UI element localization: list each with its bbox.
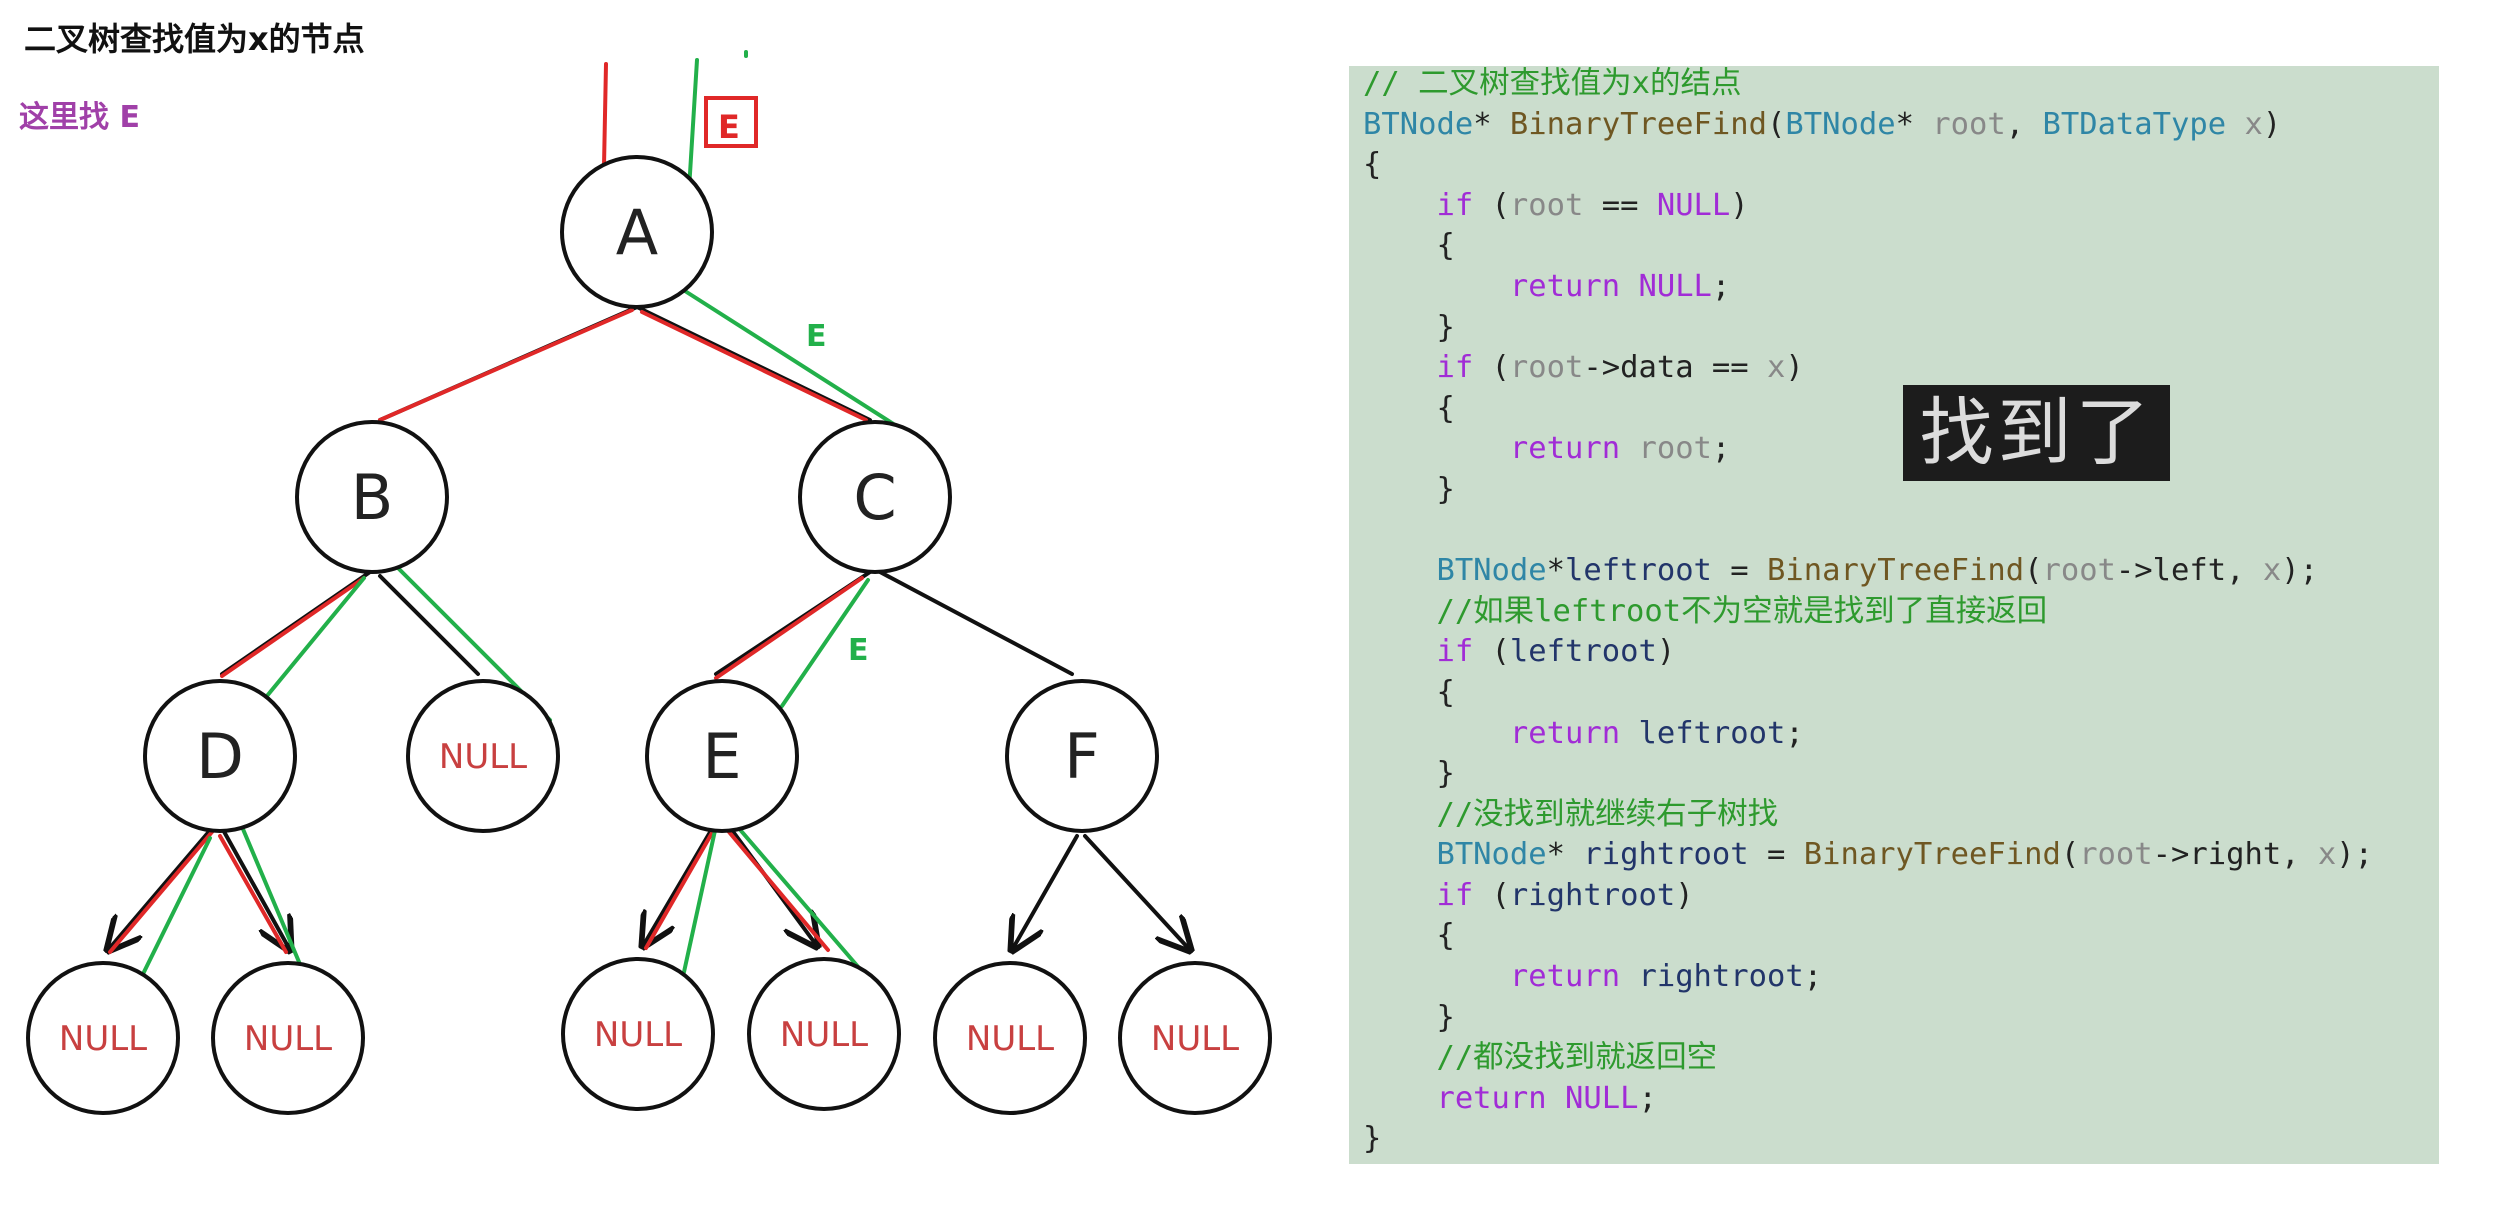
node-f xyxy=(1005,679,1159,833)
node-c-label: C xyxy=(853,461,896,534)
code-line: } xyxy=(1363,756,1455,792)
red-d-null2 xyxy=(218,834,288,954)
search-target-label: 这里找 E xyxy=(19,100,140,135)
node-a xyxy=(560,155,714,309)
edge-d-null2 xyxy=(220,826,290,950)
node-null-e2 xyxy=(747,957,901,1111)
found-overlay: 找到了 xyxy=(1903,385,2170,481)
edge-b-null xyxy=(378,574,480,676)
code-line: if (root->data == x) xyxy=(1436,350,1804,386)
code-line: // 二叉树查找值为x的结点 xyxy=(1363,66,1742,101)
code-line: } xyxy=(1363,1121,1382,1157)
boxed-target-annotation: E xyxy=(704,96,758,148)
node-null-f1 xyxy=(933,961,1087,1115)
green-label-ce: E xyxy=(848,633,869,668)
null-label: NULL xyxy=(439,737,527,777)
null-label: NULL xyxy=(59,1019,147,1059)
red-a-c xyxy=(640,310,868,422)
code-line: //都没找到就返回空 xyxy=(1363,1040,1718,1076)
code-line: return NULL; xyxy=(1436,1080,1657,1116)
code-line: //没找到就继续右子树找 xyxy=(1363,796,1779,832)
tree-edges xyxy=(108,305,1190,950)
green-d-null2 xyxy=(238,820,312,990)
code-line: { xyxy=(1363,147,1382,183)
green-e-null1 xyxy=(682,824,718,974)
green-e-null2 xyxy=(728,816,868,978)
code-panel xyxy=(1349,66,2439,1164)
node-d-label: D xyxy=(196,720,244,793)
code-line: //如果leftroot不为空就是找到了直接返回 xyxy=(1363,593,2048,629)
node-null-f2 xyxy=(1118,961,1272,1115)
node-b xyxy=(295,420,449,574)
red-c-e xyxy=(714,576,864,680)
node-null-b xyxy=(406,679,560,833)
node-null-d1 xyxy=(26,961,180,1115)
code-line: { xyxy=(1363,674,1455,710)
code-line: BTNode*leftroot = BinaryTreeFind(root->l… xyxy=(1436,553,2318,589)
code-line: return rightroot; xyxy=(1509,959,1823,995)
node-d xyxy=(143,679,297,833)
code-block: // 二叉树查找值为x的结点 BTNode* BinaryTreeFind(BT… xyxy=(1363,64,2373,1160)
red-e-null2 xyxy=(722,824,830,952)
code-line: if (rightroot) xyxy=(1436,877,1694,913)
code-line: { xyxy=(1363,228,1455,264)
page-title: 二叉树查找值为x的节点 xyxy=(24,20,365,58)
green-d-null1 xyxy=(140,836,212,978)
node-c xyxy=(798,420,952,574)
target-box-text: E xyxy=(718,108,740,146)
node-null-d2 xyxy=(211,961,365,1115)
null-label: NULL xyxy=(1151,1019,1239,1059)
code-line: } xyxy=(1363,471,1455,507)
node-f-label: F xyxy=(1064,720,1100,793)
target-box xyxy=(704,96,758,148)
code-line: return NULL; xyxy=(1509,268,1731,304)
null-label: NULL xyxy=(594,1015,682,1055)
red-e-null1 xyxy=(644,824,718,950)
node-labels: A B C D E F NULL NULL NULL NULL NULL NUL… xyxy=(59,196,1239,1059)
code-line: { xyxy=(1363,390,1455,426)
code-line: BTNode* rightroot = BinaryTreeFind(root-… xyxy=(1436,837,2374,873)
edge-d-null1 xyxy=(108,826,214,950)
edge-c-f xyxy=(878,570,1074,676)
green-label-ac: E xyxy=(806,319,827,354)
node-e-label: E xyxy=(702,720,741,793)
green-return-path xyxy=(140,50,908,990)
null-label: NULL xyxy=(244,1019,332,1059)
node-null-e1 xyxy=(561,957,715,1111)
binary-tree-diagram: E E E A B C D E F NULL NULL NULL NULL NU… xyxy=(26,50,1272,1115)
edge-e-null1 xyxy=(643,820,718,946)
null-label: NULL xyxy=(780,1015,868,1055)
tree-nodes xyxy=(26,155,1272,1115)
code-line: if (root == NULL) xyxy=(1436,187,1749,223)
null-label: NULL xyxy=(966,1019,1054,1059)
code-line: return root; xyxy=(1509,431,1731,467)
node-a-label: A xyxy=(616,196,658,269)
green-c-e xyxy=(780,578,870,708)
green-b-d xyxy=(260,576,366,704)
code-line: { xyxy=(1363,918,1455,954)
red-traversal-path xyxy=(108,62,868,954)
red-d-null1 xyxy=(108,830,214,954)
code-line-signature: BTNode* BinaryTreeFind(BTNode* root, BTD… xyxy=(1363,106,2282,142)
node-e xyxy=(645,679,799,833)
red-a-b xyxy=(378,308,634,422)
red-entry-line xyxy=(602,62,608,168)
code-line: } xyxy=(1363,999,1455,1035)
edge-f-null1 xyxy=(1012,834,1079,950)
green-a-c xyxy=(672,282,908,434)
edge-f-null2 xyxy=(1083,834,1190,950)
code-line: return leftroot; xyxy=(1509,715,1804,751)
node-b-label: B xyxy=(351,461,394,534)
code-line: if (leftroot) xyxy=(1436,634,1676,670)
code-line: } xyxy=(1363,309,1455,345)
red-b-d xyxy=(220,576,366,678)
